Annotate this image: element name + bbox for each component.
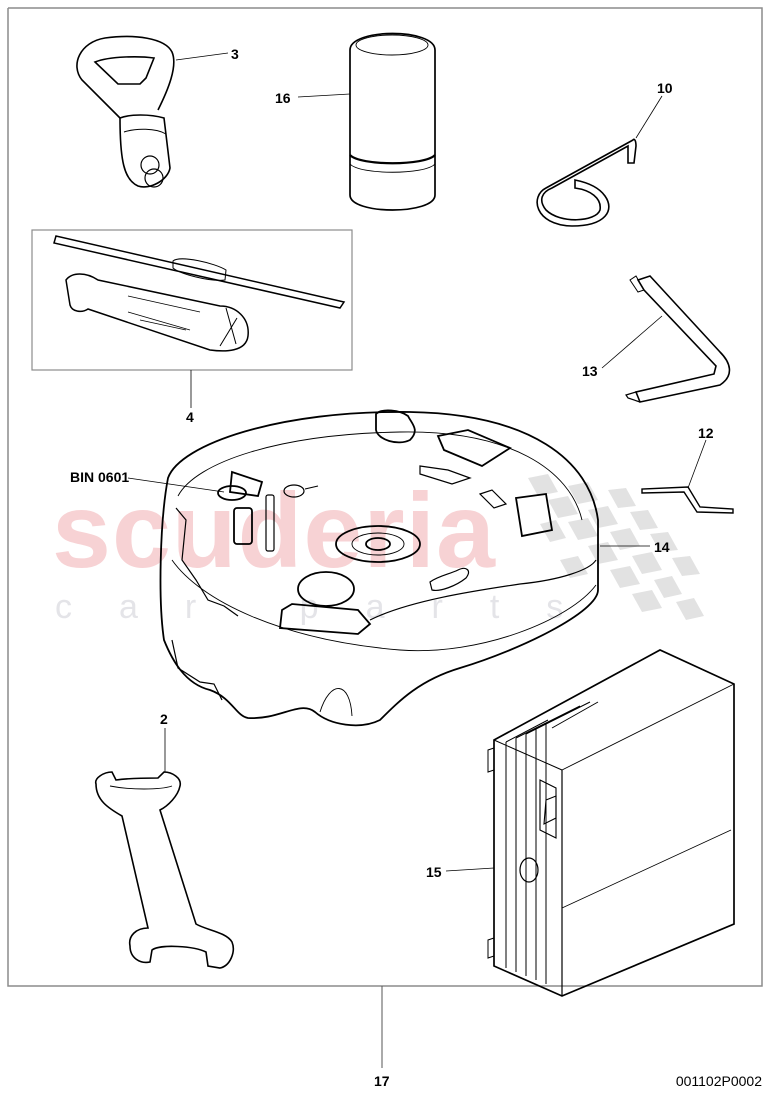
watermark-tagline: car parts [55,588,611,626]
callout-15[interactable]: 15 [426,864,442,880]
checkered-flag-watermark [528,474,704,620]
part-12-hex-key [641,486,734,514]
part-2-wrench [94,771,235,969]
callout-13[interactable]: 13 [582,363,598,379]
part-4-screwdriver [53,235,346,352]
drawing-number: 001102P0002 [675,1073,762,1089]
part-15-compressor [487,649,735,997]
callout-10[interactable]: 10 [657,80,673,96]
callout-17[interactable]: 17 [374,1073,390,1089]
callout-16[interactable]: 16 [275,90,291,106]
part-16-cylinder [349,32,436,211]
callout-14[interactable]: 14 [654,539,670,555]
part-13-torx-wrench [625,275,731,403]
part-14-tool-tray [159,409,599,727]
kit-frame [7,7,763,987]
callout-4[interactable]: 4 [186,409,194,425]
part-10-hook [536,138,637,227]
callout-3[interactable]: 3 [231,46,239,62]
callout-12[interactable]: 12 [698,425,714,441]
part-3-adapter-key [76,35,175,188]
callout-2[interactable]: 2 [160,711,168,727]
callout-bin-0601[interactable]: BIN 0601 [70,469,130,485]
part-4-frame [31,229,353,371]
